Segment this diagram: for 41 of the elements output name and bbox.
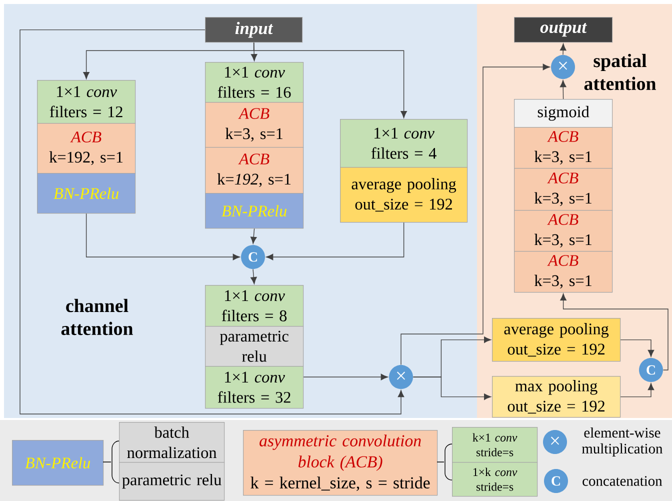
acb-box: asymmetric convolution block (ACB) k = kernel_size, s = stride [243,430,438,496]
arrow [560,44,566,56]
pooling-box: average pooling out_size = 192 [340,167,468,223]
arrow [560,293,668,370]
conv-box: 1×k conv stride=s [452,462,538,497]
arrow [86,213,240,260]
conv-box: 1×1 conv filters = 12 [37,80,136,124]
bn-prelu-box: BN-PRelu [12,440,104,486]
arrow [400,64,550,366]
arrow [250,228,257,244]
arrow [253,42,407,118]
bn-prelu-box: BN-PRelu [37,173,136,214]
acb-box: ACB k=3, s=1 [205,102,304,148]
arrow [303,374,388,380]
pooling-box: average pooling out_size = 192 [492,318,621,362]
arrow [620,339,654,357]
sigmoid-box: sigmoid [514,99,613,128]
arrow [412,376,492,400]
bn-prelu-box: BN-PRelu [205,193,304,229]
acb-box: ACB k=3, s=1 [514,168,613,211]
conv-box: k×1 conv stride=s [452,427,538,463]
legend-text: concatenation [582,476,662,486]
legend-text: element-wise multiplication [582,427,663,457]
pooling-box: max pooling out_size = 192 [492,376,621,418]
output-box: output [514,17,613,43]
acb-box: ACB k=3, s=1 [514,251,613,293]
arrow [560,80,566,100]
relu-box: parametric relu [119,462,225,501]
acb-box: ACB k=192, s=1 [37,123,136,174]
batch-norm-box: batch normalization [119,422,225,463]
arrow [250,268,257,284]
conv-box: 1×1 conv filters = 32 [205,366,304,409]
acb-box: ACB k=3, s=1 [514,210,613,252]
input-box: input [205,17,303,43]
conv-box: 1×1 conv filters = 4 [340,119,468,168]
arrow [620,383,654,398]
arrow [20,29,404,414]
conv-box: 1×1 conv filters = 16 [205,62,304,103]
acb-box: ACB k=192, s=1 [205,147,304,194]
acb-box: ACB k=3, s=1 [514,127,613,169]
arrow [266,222,404,260]
